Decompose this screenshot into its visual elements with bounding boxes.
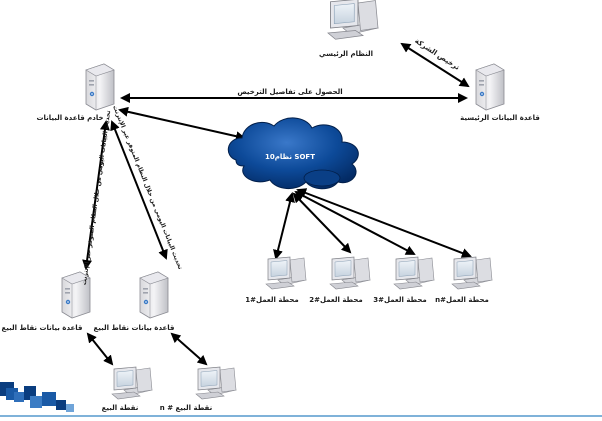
edge-db-server-pos-db-right — [110, 120, 168, 260]
pos-database-right-label: قاعدة بيانات نقاط البيع — [94, 324, 175, 332]
desktop-computer-icon — [265, 256, 307, 290]
main-database-node: قاعدة البيانات الرئيسية — [460, 63, 540, 122]
license-details-label: الحصول على تفاصيل الترخيص — [237, 88, 342, 96]
workstation-3-node: محطة العمل#3 — [373, 256, 435, 304]
edge-db-server-cloud — [118, 106, 246, 142]
edge-cloud-wsn — [296, 188, 472, 258]
desktop-computer-icon — [451, 256, 493, 290]
edge-pos-db-right-posn — [170, 332, 208, 366]
workstation-2-node: محطة العمل#2 — [309, 256, 371, 304]
edge-pos-db-left-pos1 — [86, 332, 114, 366]
workstation-n-label: محطة العمل#n — [435, 296, 489, 304]
desktop-computer-icon — [393, 256, 435, 290]
database-server-node: خادم قاعدة البيانات — [36, 63, 115, 122]
cloud-label: نظام10 SOFT — [265, 153, 315, 161]
pos-database-left-node: قاعدة بيانات نقاط البيع — [2, 271, 91, 332]
desktop-computer-icon — [195, 366, 237, 400]
pos-n-label: نقطة البيع # n — [160, 404, 213, 412]
soft10-cloud: نظام10 SOFT — [227, 117, 359, 190]
edge-db-server-pos-db-left — [82, 120, 110, 270]
workstation-2-label: محطة العمل#2 — [309, 296, 363, 304]
desktop-computer-icon — [329, 256, 371, 290]
workstation-1-label: محطة العمل#1 — [245, 296, 299, 304]
server-icon — [139, 271, 169, 319]
sync-label-1: تحديث البيانات اليومي من خلال النظام الم… — [81, 110, 112, 285]
edge-cloud-ws3 — [294, 191, 416, 255]
server-icon — [85, 63, 115, 111]
pos-n-node: نقطة البيع # n — [160, 366, 237, 412]
main-database-label: قاعدة البيانات الرئيسية — [460, 114, 540, 122]
edge-main-system-main-db — [400, 42, 470, 88]
database-server-label: خادم قاعدة البيانات — [36, 114, 103, 122]
workstation-n-node: محطة العمل#n — [435, 256, 493, 304]
pos-database-right-node: قاعدة بيانات نقاط البيع — [94, 271, 175, 332]
pos-database-left-label: قاعدة بيانات نقاط البيع — [2, 324, 83, 332]
connection-lines — [82, 42, 472, 366]
edge-cloud-ws1 — [273, 192, 295, 260]
pos-1-label: نقطة البيع — [102, 404, 139, 412]
main-system-label: النظام الرئيسي — [319, 50, 373, 58]
server-icon — [475, 63, 505, 111]
edge-cloud-ws2 — [292, 192, 352, 254]
sync-label-2: تحديث البيانات اليومي من خلال النظام الم… — [111, 104, 183, 270]
pos-1-node: نقطة البيع — [102, 366, 153, 412]
blue-blocks-logo — [0, 382, 74, 412]
workstation-3-label: محطة العمل#3 — [373, 296, 427, 304]
workstation-1-node: محطة العمل#1 — [245, 256, 307, 304]
desktop-computer-icon — [111, 366, 153, 400]
main-system-node: النظام الرئيسي — [319, 0, 379, 58]
